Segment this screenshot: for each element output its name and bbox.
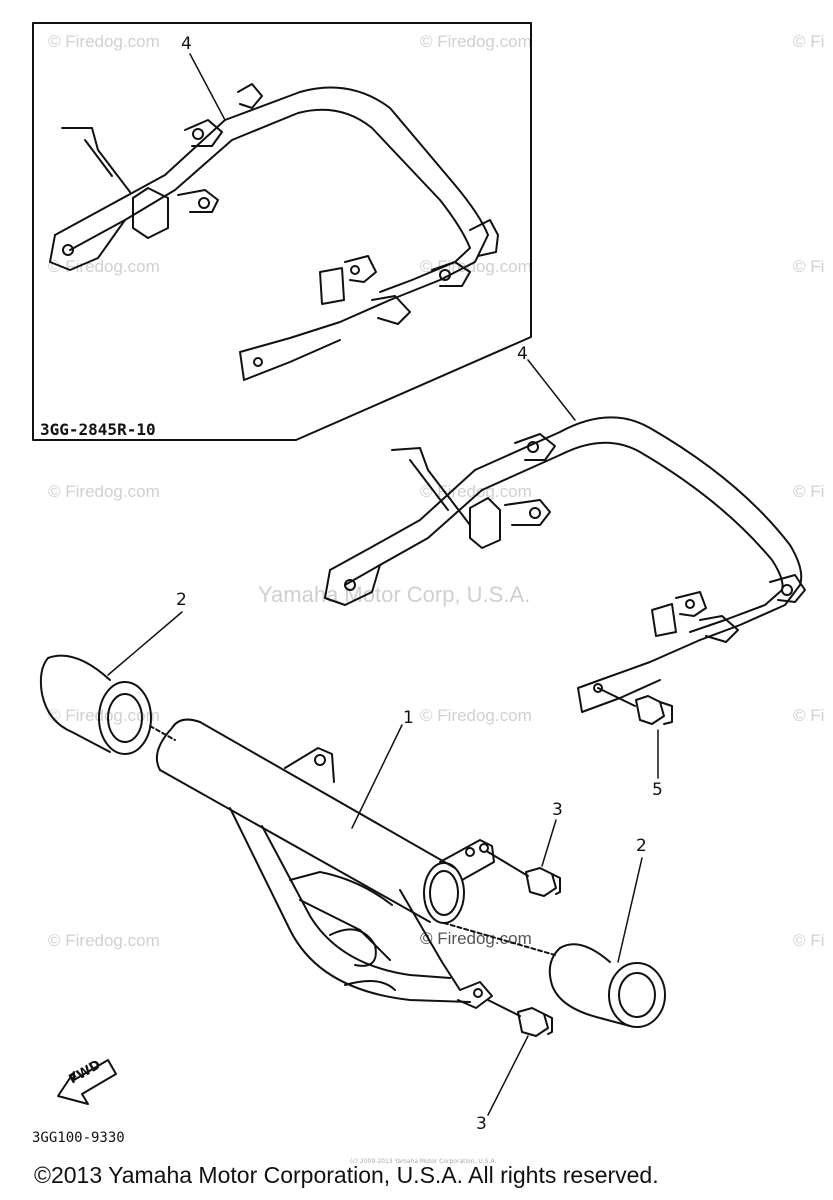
watermark: © Firedog.com: [48, 482, 160, 501]
watermark: © Fi: [793, 32, 825, 51]
watermark: © Fi: [793, 706, 825, 725]
copyright-footer: ©2013 Yamaha Motor Corporation, U.S.A. A…: [34, 1162, 659, 1188]
bolt-5: [597, 687, 673, 725]
callout-part5: 5: [652, 780, 663, 800]
callout-part2-left: 2: [176, 590, 187, 610]
callout-part4: 4: [517, 344, 528, 364]
end-cap-left: [39, 654, 176, 755]
fwd-arrow-icon: [57, 1059, 117, 1105]
watermark: © Firedog.com: [48, 32, 160, 51]
watermark: © Firedog.com: [420, 706, 532, 725]
callout-part4-inset: 4: [181, 34, 192, 54]
watermark: © Fi: [793, 257, 825, 276]
bolt-3-bottom: [487, 999, 553, 1037]
bumper-bar: [156, 718, 556, 1009]
watermark: © Firedog.com: [48, 931, 160, 950]
end-cap-right: [548, 943, 666, 1028]
callout-part1: 1: [403, 708, 414, 728]
leader-lines: [107, 53, 659, 1116]
callout-part2-right: 2: [636, 836, 647, 856]
bolt-3-top: [487, 851, 561, 897]
watermark: © Firedog.com: [48, 257, 160, 276]
watermark: © Firedog.com: [420, 929, 532, 948]
watermark: © Firedog.com: [48, 706, 160, 725]
guard-assembly: [324, 416, 806, 713]
watermark: © Fi: [793, 482, 825, 501]
callout-part3-top: 3: [552, 800, 563, 820]
figure-code: 3GG100-9330: [32, 1130, 125, 1146]
inset-guard: [49, 83, 499, 381]
inset-code: 3GG-2845R-10: [40, 420, 156, 439]
watermark: © Fi: [793, 931, 825, 950]
watermark: © Firedog.com: [420, 32, 532, 51]
tiny-note: (c) 2009-2013 Yamaha Motor Corporation, …: [350, 1158, 497, 1165]
callout-part3-bottom: 3: [476, 1114, 487, 1134]
watermark-center: Yamaha Motor Corp, U.S.A.: [258, 582, 531, 607]
inset-frame: [32, 22, 532, 441]
